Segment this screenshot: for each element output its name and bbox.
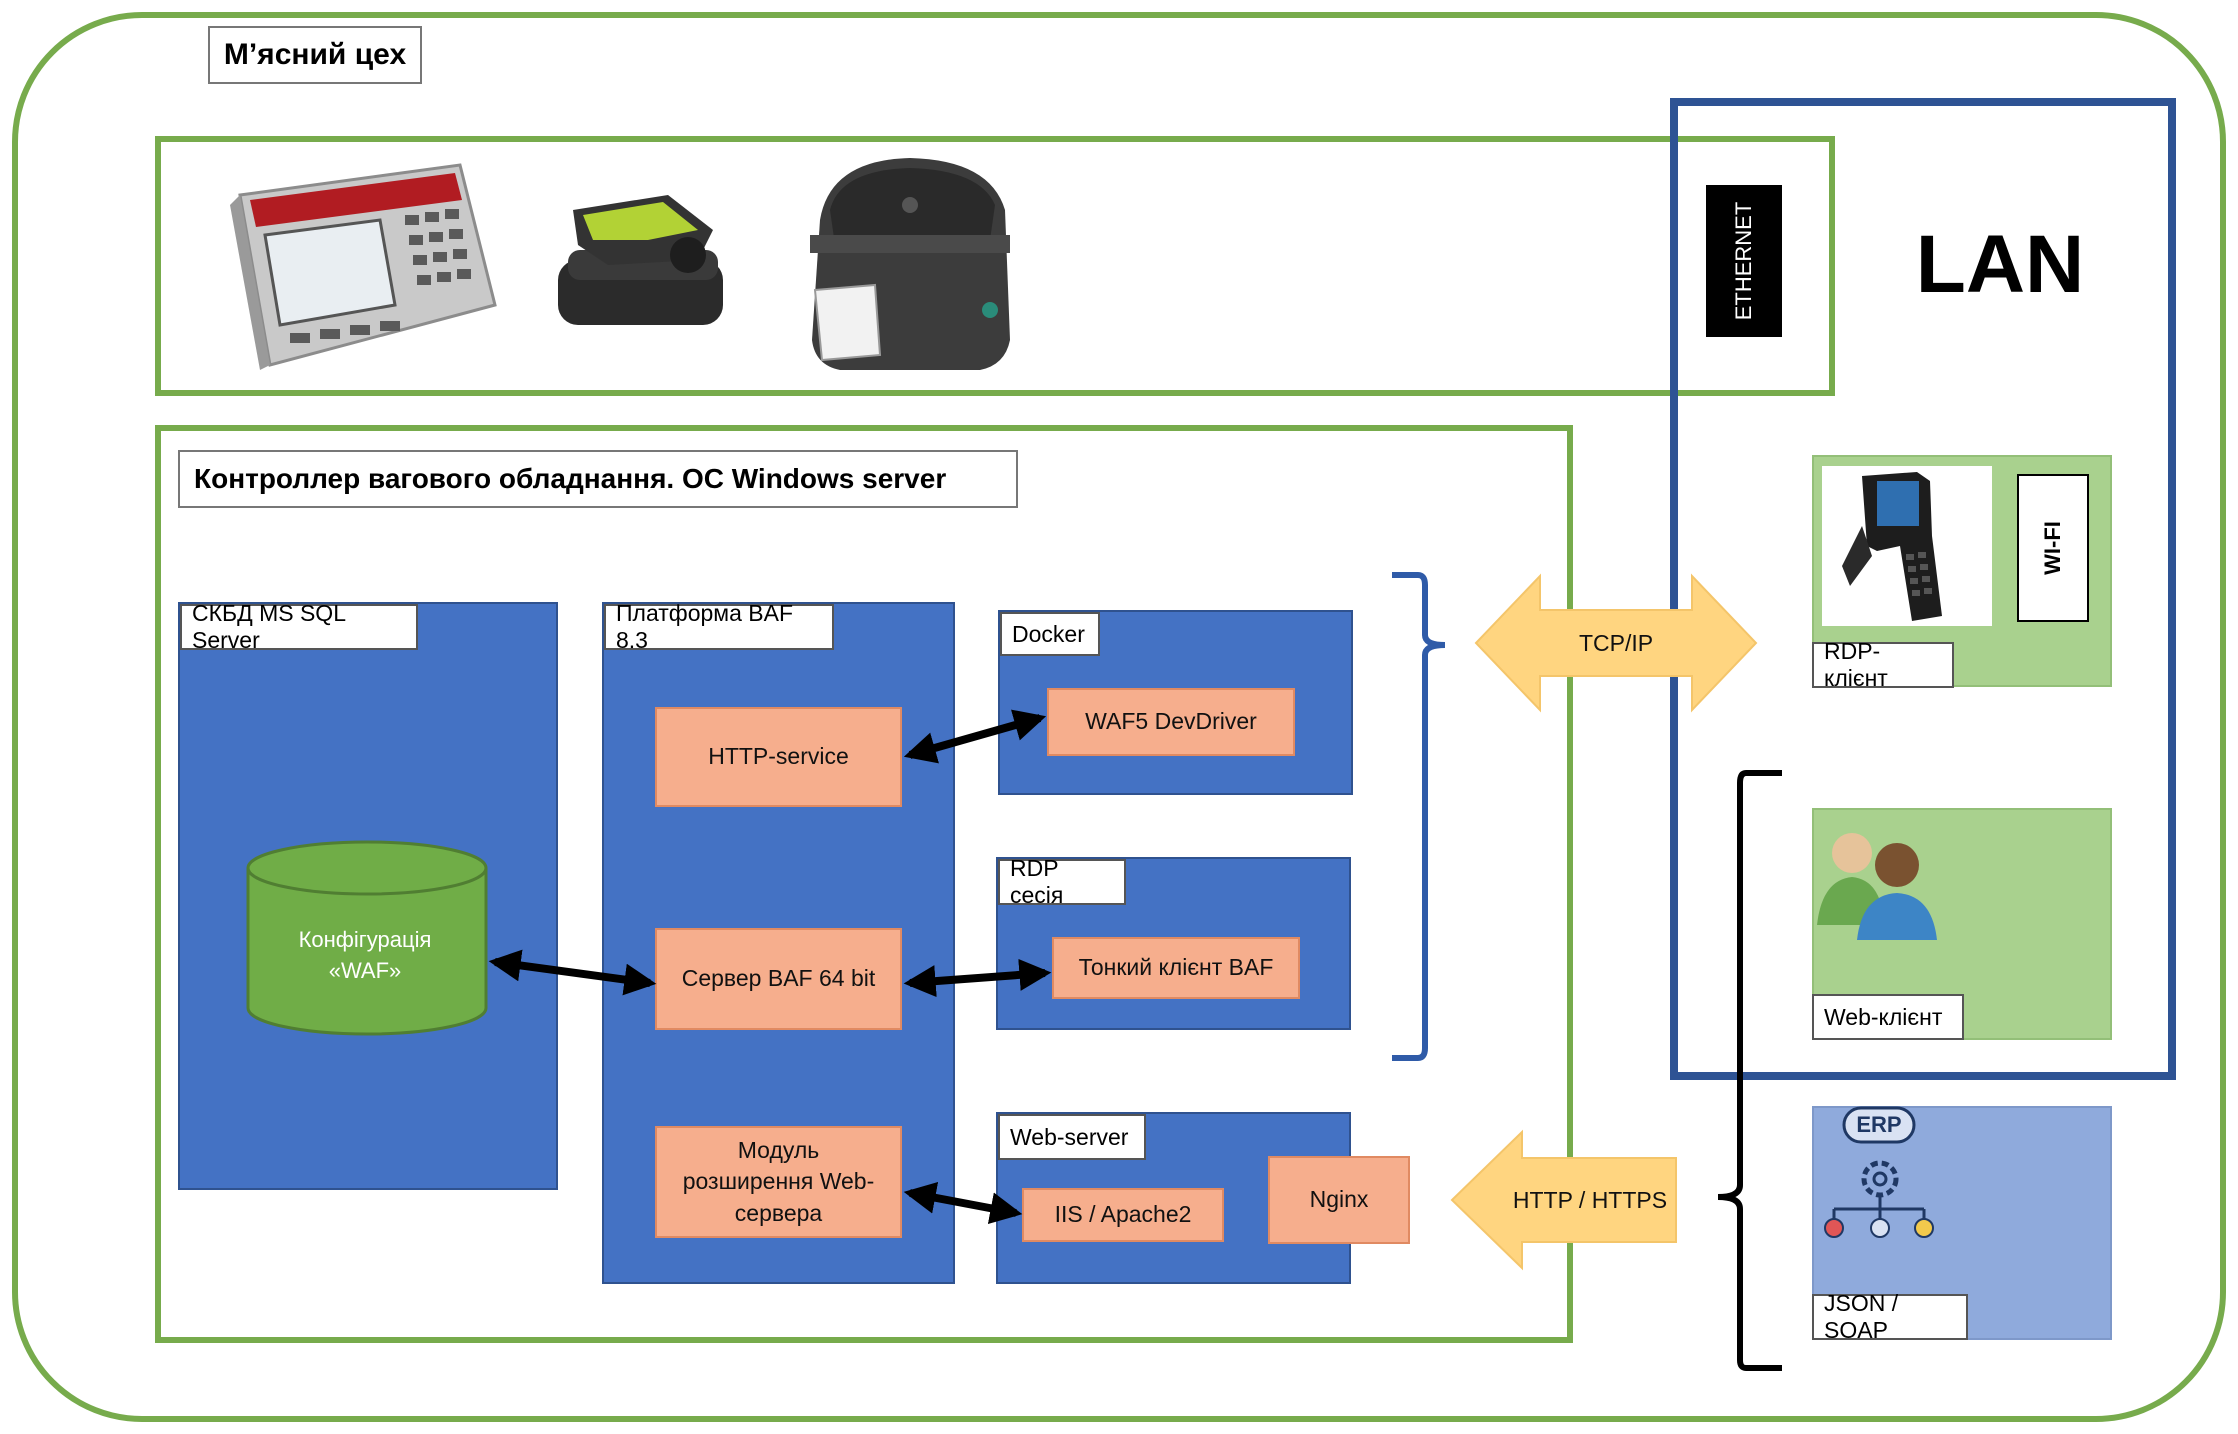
- barcode-scanner-image: [558, 195, 723, 325]
- wifi-tag: WI-FI: [2017, 474, 2089, 622]
- equipment-panel: [155, 136, 1835, 396]
- thin-client-box: Тонкий клієнт BAF: [1052, 937, 1300, 999]
- lan-label: LAN: [1915, 219, 2085, 310]
- clients-bracket: [1717, 770, 1782, 1371]
- config-database-label: Конфігурація «WAF»: [298, 927, 432, 983]
- json-soap-label: JSON / SOAP: [1812, 1290, 1968, 1343]
- rdp-session-label: RDP сесія: [998, 855, 1126, 908]
- http-service-box: HTTP-service: [655, 707, 902, 807]
- server-rdp-connector: [903, 958, 1052, 998]
- page-title: М’ясний цех: [208, 26, 422, 84]
- controller-panel: [155, 425, 1573, 1343]
- lan-zone: [1670, 98, 2176, 1080]
- baf-server-box: Сервер BAF 64 bit: [655, 928, 902, 1030]
- config-database-icon: [246, 840, 488, 1036]
- mobile-terminal-image: [1822, 466, 1992, 626]
- platform-label: Платформа BAF 8.3: [604, 600, 834, 653]
- web-client-label: Web-клієнт: [1812, 994, 1964, 1040]
- http-arrow: [1450, 1129, 1677, 1271]
- label-printer-image: [810, 158, 1010, 370]
- scale-terminal-image: [230, 163, 497, 370]
- tcp-ip-label: TCP/IP: [1578, 629, 1654, 656]
- erp-icon: [1824, 1106, 1934, 1238]
- services-bracket: [1392, 572, 1446, 1061]
- iis-apache-box: IIS / Apache2: [1022, 1188, 1224, 1242]
- module-iis-connector: [903, 1182, 1023, 1224]
- http-https-label: HTTP / HTTPS: [1512, 1186, 1668, 1213]
- web-server-label: Web-server: [998, 1114, 1146, 1160]
- nginx-box: Nginx: [1268, 1156, 1410, 1244]
- waf5-devdriver-box: WAF5 DevDriver: [1047, 688, 1295, 756]
- db-server-label: СКБД MS SQL Server: [180, 600, 418, 653]
- controller-title: Контроллер вагового обладнання. ОС Windo…: [178, 450, 1018, 508]
- tcp-ip-arrow: [1474, 573, 1758, 713]
- users-icon: [1817, 833, 1937, 940]
- web-module-box: Модуль розширення Web-сервера: [655, 1126, 902, 1238]
- outer-frame: [12, 12, 2226, 1422]
- ethernet-tag: ETHERNET: [1706, 185, 1782, 337]
- docker-label: Docker: [1000, 612, 1100, 656]
- db-platform-connector: [488, 949, 657, 996]
- rdp-client-label: RDP-клієнт: [1812, 638, 1954, 691]
- erp-label: ERP: [1856, 1112, 1902, 1137]
- http-docker-connector: [903, 709, 1047, 764]
